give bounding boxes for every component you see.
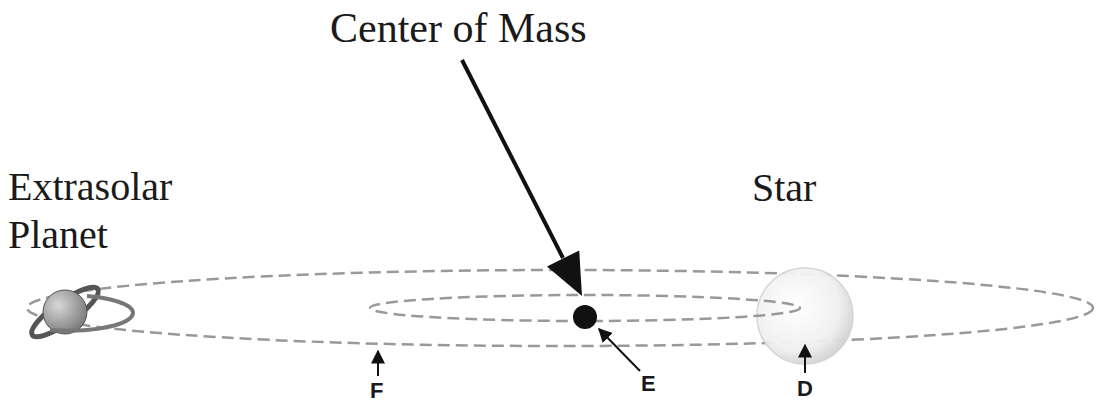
- pointer-arrow: [599, 329, 640, 371]
- planet-body: [26, 280, 133, 344]
- callout-letter: F: [370, 379, 383, 403]
- pointer-arrow: [377, 351, 379, 376]
- object-label: Extrasolar Planet: [8, 163, 213, 259]
- pointer-arrowhead: [547, 250, 582, 296]
- center-of-mass-dot: [573, 305, 597, 329]
- object-label: Star: [752, 165, 816, 211]
- title-label: Center of Mass: [330, 4, 587, 52]
- planet-orbit: [27, 270, 1093, 346]
- callout-letter: E: [641, 372, 656, 396]
- pointer-arrow: [804, 345, 806, 373]
- callout-letter: D: [797, 377, 813, 401]
- pointer-arrow: [462, 60, 563, 258]
